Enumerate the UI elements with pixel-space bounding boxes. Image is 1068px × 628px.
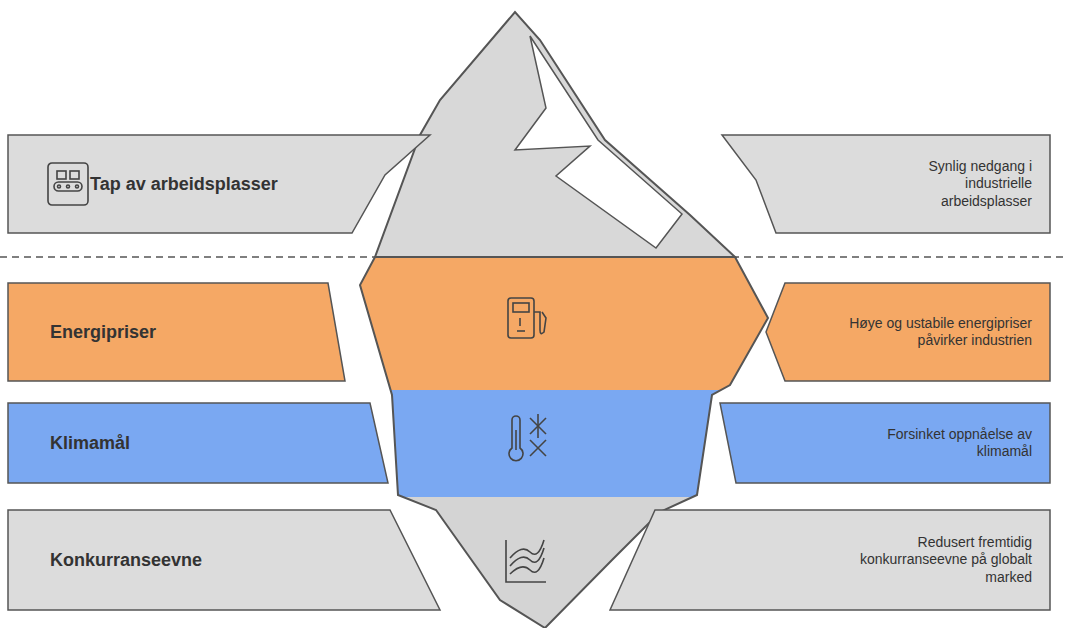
description-band: Forsinket oppnåelse av klimamål: [715, 403, 1052, 483]
band-description: Høye og ustabile energipriser påvirker i…: [842, 315, 1032, 350]
band-heading: Tap av arbeidsplasser: [90, 173, 350, 196]
description-band: Synlig nedgang i industrielle arbeidspla…: [722, 135, 1052, 233]
band-description: Forsinket oppnåelse av klimamål: [832, 426, 1032, 461]
band-heading: Klimamål: [50, 432, 310, 455]
band-heading: Konkurranseevne: [50, 549, 310, 572]
topic-band: Energipriser: [8, 283, 348, 381]
band-heading: Energipriser: [50, 321, 310, 344]
topic-band: Konkurranseevne: [8, 510, 442, 610]
conveyor-icon: [48, 163, 88, 205]
fuel-pump-icon: [508, 298, 546, 338]
thermometer-icon: [509, 414, 546, 461]
band-description: Synlig nedgang i industrielle arbeidspla…: [872, 158, 1032, 211]
description-band: Høye og ustabile energipriser påvirker i…: [765, 283, 1052, 381]
iceberg-facet: [515, 36, 682, 248]
band-description: Redusert fremtidig konkurranseevne på gl…: [842, 534, 1032, 587]
topic-band: Tap av arbeidsplasser: [8, 135, 433, 233]
description-band: Redusert fremtidig konkurranseevne på gl…: [608, 510, 1052, 610]
topic-band: Klimamål: [8, 403, 390, 483]
chart-icon: [506, 540, 546, 582]
waterline: [0, 256, 1068, 258]
